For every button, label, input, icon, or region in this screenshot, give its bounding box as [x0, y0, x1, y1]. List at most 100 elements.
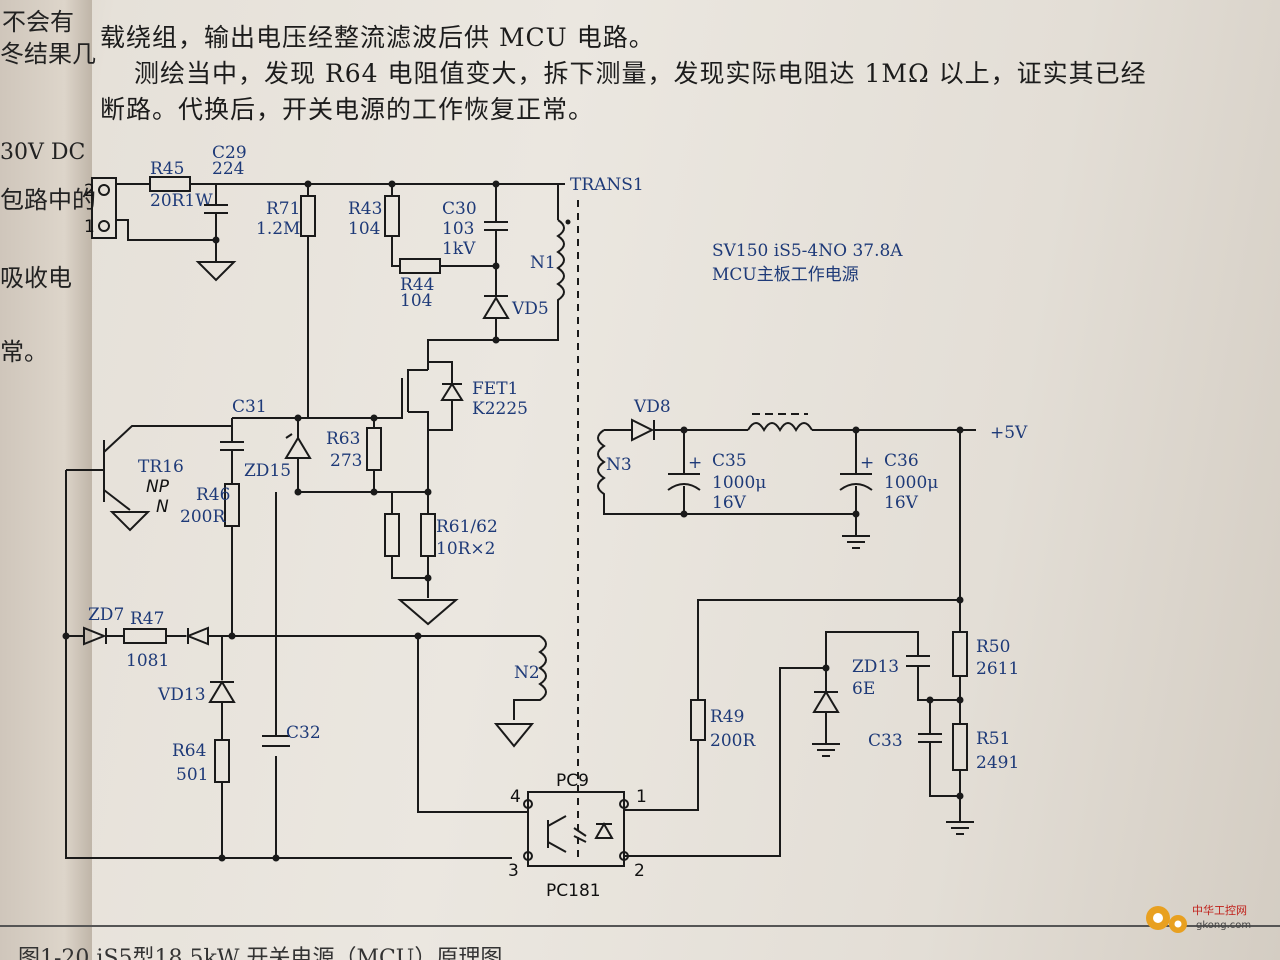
- title-note-line-2: MCU主板工作电源: [712, 265, 859, 285]
- n2-label: N2: [514, 663, 540, 683]
- ground-icon-2: [946, 821, 974, 835]
- r46-value: 200R: [180, 507, 226, 527]
- trans1-label: TRANS1: [570, 175, 644, 195]
- plus5v-label: +5V: [990, 423, 1028, 443]
- r49-resistor: [690, 699, 706, 741]
- r43-resistor: [384, 195, 400, 237]
- c30-capacitor: [484, 184, 508, 296]
- figure-caption: 图1-20 iS5型18.5kW 开关电源（MCU）原理图: [18, 946, 503, 960]
- vd5-diode: [482, 295, 510, 319]
- r47-value: 1081: [126, 651, 169, 671]
- r47-resistor: [123, 628, 167, 644]
- r61-resistor: [384, 513, 400, 557]
- r50-value: 2611: [976, 659, 1019, 679]
- vd13-label: VD13: [157, 685, 206, 705]
- r71-label: R71: [266, 199, 300, 219]
- gutter-text-3: 30V DC: [0, 140, 86, 165]
- zd15-label: ZD15: [244, 461, 291, 481]
- r47-label: R47: [130, 609, 164, 629]
- watermark-brand: 中华工控网: [1192, 903, 1247, 917]
- r43-label: R43: [348, 199, 382, 219]
- title-note-line-1: SV150 iS5-4NO 37.8A: [712, 241, 903, 261]
- pc-pin2-label: 2: [634, 861, 645, 881]
- c35-capacitor: [667, 483, 701, 491]
- drain-wire: [427, 318, 497, 370]
- gutter-text-1: 不会有: [2, 8, 74, 36]
- r44-label: R44: [400, 275, 434, 295]
- gutter-text-6: 常。: [0, 338, 48, 366]
- pc181-label: PC181: [546, 881, 601, 901]
- gkong-watermark-logo: 中华工控网 gkong.com: [1140, 898, 1270, 938]
- output-inductor: [747, 422, 813, 433]
- n1-winding: [496, 219, 565, 341]
- r44-value: 104: [400, 291, 432, 311]
- fet1-transistor: [401, 362, 429, 430]
- r62-resistor: [420, 513, 436, 557]
- pc-pin1-label: 1: [636, 787, 647, 807]
- source-node: [298, 430, 429, 493]
- c30-label: C30: [442, 199, 477, 219]
- c29-label: C29: [212, 143, 247, 163]
- fet1-value: K2225: [472, 399, 528, 419]
- vd5-label: VD5: [511, 299, 549, 319]
- watermark-url: gkong.com: [1196, 920, 1251, 931]
- pc-pin3-label: 3: [508, 861, 519, 881]
- ground-arrow-3: [109, 511, 151, 532]
- c33-label: C33: [868, 731, 903, 751]
- c36-value-1: 1000μ: [884, 473, 938, 493]
- vd8-label: VD8: [633, 397, 671, 417]
- connector-pin1-label: 1: [84, 217, 95, 237]
- zd13-label: ZD13: [852, 657, 899, 677]
- input-connector: 2 1: [84, 177, 117, 239]
- c35-plus: +: [688, 453, 702, 473]
- r6162-value: 10R×2: [436, 539, 496, 559]
- gutter-text-2: 冬结果几: [0, 40, 96, 68]
- r49-value: 200R: [710, 731, 756, 751]
- r50-resistor: [952, 631, 968, 677]
- return-wire: [116, 219, 217, 258]
- zd7-diode: [83, 626, 107, 646]
- c29-capacitor: [204, 184, 228, 240]
- r64-value: 501: [176, 765, 208, 785]
- r49-label: R49: [710, 707, 744, 727]
- fet1-body-diode: [428, 361, 464, 431]
- c36-value-2: 16V: [884, 493, 919, 513]
- c32-label: C32: [286, 723, 321, 743]
- pc-pin4-label: 4: [510, 787, 521, 807]
- gutter-text-5: 吸收电: [0, 264, 72, 292]
- r46-resistor: [224, 483, 240, 527]
- c35-label: C35: [712, 451, 747, 471]
- r6162-label: R61/62: [436, 517, 498, 537]
- fet1-label: FET1: [472, 379, 518, 399]
- r63-label: R63: [326, 429, 360, 449]
- r46-label: R46: [196, 485, 230, 505]
- np-mark: NP: [146, 477, 170, 497]
- r64-label: R64: [172, 741, 206, 761]
- r50-label: R50: [976, 637, 1010, 657]
- left-return-wire: [65, 470, 512, 859]
- pc9-optocoupler: [527, 791, 625, 867]
- tr16-transistor: [66, 425, 232, 511]
- shunt-regulator-diode: [812, 690, 840, 713]
- paragraph-line-3: 断路。代换后，开关电源的工作恢复正常。: [100, 95, 595, 124]
- c36-capacitor: [839, 483, 873, 491]
- r44-resistor: [399, 258, 441, 274]
- c33-capacitor: [918, 700, 960, 797]
- snubber-wire: [391, 184, 496, 267]
- ground-arrow-1: [195, 261, 237, 282]
- c31-label: C31: [232, 397, 267, 417]
- r51-value: 2491: [976, 753, 1019, 773]
- c30-value-1: 103: [442, 219, 474, 239]
- connector-pin2-label: 2: [84, 181, 95, 201]
- gear-icon: 中华工控网 gkong.com: [1146, 903, 1251, 933]
- zd7-label: ZD7: [88, 605, 124, 625]
- r45-value: 20R1W: [150, 191, 213, 211]
- tr16-label: TR16: [138, 457, 184, 477]
- r71-value: 1.2M: [256, 219, 300, 239]
- paragraph-line-2: 测绘当中，发现 R64 电阻值变大，拆下测量，发现实际电阻达 1MΩ 以上，证实…: [134, 59, 1147, 88]
- r64-resistor: [214, 739, 230, 783]
- vd13-diode: [208, 680, 236, 703]
- ground-icon-3: [812, 743, 840, 757]
